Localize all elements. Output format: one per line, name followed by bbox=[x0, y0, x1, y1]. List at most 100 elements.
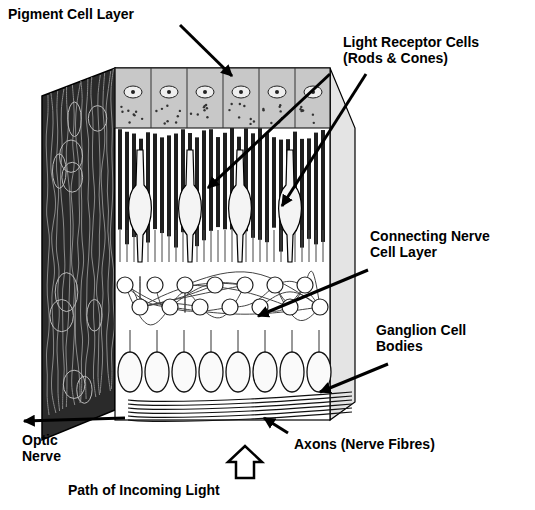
rod-fibre bbox=[162, 230, 163, 262]
connecting-nerve-cell bbox=[192, 299, 208, 315]
pigment-granule bbox=[300, 110, 302, 112]
axon-fibre bbox=[128, 392, 352, 401]
rod-cell bbox=[272, 137, 276, 228]
rod-cell bbox=[160, 137, 164, 233]
part-label: Connecting Nerve Cell Layer bbox=[370, 228, 512, 260]
rod-fibre bbox=[323, 230, 324, 262]
ganglion-cell bbox=[145, 352, 169, 392]
cell-nucleus bbox=[196, 86, 214, 98]
pigment-granule bbox=[190, 113, 192, 115]
connecting-nerve-cell bbox=[177, 277, 193, 293]
pigment-granule bbox=[141, 118, 143, 120]
cell-wall bbox=[115, 68, 116, 128]
dendrite bbox=[238, 330, 239, 352]
rod-cell bbox=[202, 130, 206, 240]
connecting-nerve-cell bbox=[132, 299, 148, 315]
nucleolus bbox=[239, 90, 243, 94]
rod-fibre bbox=[274, 230, 275, 262]
tissue-texture bbox=[60, 89, 64, 409]
pigment-granule bbox=[166, 120, 168, 122]
pigment-granule bbox=[279, 110, 281, 112]
leader-arrow bbox=[282, 74, 366, 206]
pigment-granule bbox=[230, 103, 232, 105]
rod-fibre bbox=[316, 230, 317, 262]
rod-cell bbox=[258, 128, 262, 240]
pigment-granule bbox=[301, 109, 303, 111]
pigment-granule bbox=[128, 121, 130, 123]
part-label: Path of Incoming Light bbox=[68, 482, 268, 498]
pigment-granule bbox=[206, 107, 208, 109]
cell-nucleus bbox=[160, 86, 178, 98]
ganglion-cell bbox=[199, 352, 223, 392]
pigment-granule bbox=[155, 110, 157, 112]
connecting-nerve-cell bbox=[297, 277, 313, 293]
pigment-granule bbox=[120, 106, 122, 108]
pigment-granule bbox=[253, 120, 255, 122]
dendrite bbox=[292, 330, 293, 352]
tissue-texture bbox=[97, 75, 101, 395]
rod-cell bbox=[223, 133, 227, 230]
pigment-granule bbox=[262, 108, 264, 110]
pigment-granule bbox=[301, 109, 303, 111]
axon-fibre bbox=[128, 396, 352, 405]
pigment-granule bbox=[313, 122, 315, 124]
pigment-granule bbox=[270, 122, 272, 124]
pigment-granule bbox=[228, 109, 230, 111]
rod-fibre bbox=[302, 230, 303, 262]
rod-fibre bbox=[295, 230, 296, 262]
cell-wall bbox=[151, 68, 152, 128]
ganglion-cell bbox=[172, 352, 196, 392]
leader-lines bbox=[24, 25, 388, 478]
rod-cell bbox=[167, 135, 171, 236]
tissue-texture bbox=[88, 106, 106, 132]
cell-nucleus bbox=[232, 86, 250, 98]
tissue-texture bbox=[51, 93, 56, 413]
rod-fibre bbox=[197, 230, 198, 262]
tissue-texture bbox=[81, 81, 84, 401]
pigment-granule bbox=[302, 109, 304, 111]
tissue-texture bbox=[66, 87, 71, 407]
dendrite bbox=[130, 330, 131, 352]
tissue-texture bbox=[110, 69, 114, 389]
rod-fibre bbox=[281, 230, 282, 262]
rod-fibre bbox=[211, 230, 212, 262]
pigment-granule bbox=[164, 122, 166, 124]
rod-fibre bbox=[253, 230, 254, 262]
pigment-granule bbox=[238, 116, 240, 118]
cell-nucleus bbox=[268, 86, 286, 98]
leader-arrow bbox=[24, 418, 125, 421]
pigment-granule bbox=[133, 113, 135, 115]
axon-fibre bbox=[128, 400, 352, 409]
leader-arrow bbox=[264, 418, 288, 433]
rod-fibre bbox=[120, 230, 121, 262]
pigment-granule bbox=[127, 110, 129, 112]
pigment-granule bbox=[177, 115, 179, 117]
tissue-texture bbox=[87, 299, 102, 331]
block-right-face bbox=[330, 68, 355, 420]
nucleolus bbox=[275, 90, 279, 94]
connecting-nerve-cell bbox=[237, 277, 253, 293]
pigment-granule bbox=[278, 106, 280, 108]
rod-fibre bbox=[309, 230, 310, 262]
nucleolus bbox=[203, 90, 207, 94]
part-label: Axons (Nerve Fibres) bbox=[294, 436, 484, 452]
ganglion-cell bbox=[253, 352, 277, 392]
part-label: Ganglion Cell Bodies bbox=[376, 322, 468, 354]
pigment-granule bbox=[161, 108, 163, 110]
ganglion-cell bbox=[280, 352, 304, 392]
rod-cell bbox=[321, 130, 325, 242]
rod-fibre bbox=[127, 230, 128, 262]
pigment-granule bbox=[206, 116, 208, 118]
connecting-nerve-cell bbox=[267, 277, 283, 293]
dendrite bbox=[157, 330, 158, 352]
pigment-granule bbox=[121, 111, 123, 113]
rod-fibre bbox=[218, 230, 219, 262]
block-side-face bbox=[42, 68, 115, 440]
pigment-granule bbox=[250, 118, 252, 120]
tissue-texture bbox=[50, 299, 74, 331]
pigment-granule bbox=[249, 123, 251, 125]
pigment-granule bbox=[239, 103, 241, 105]
tissue-texture bbox=[100, 73, 105, 393]
